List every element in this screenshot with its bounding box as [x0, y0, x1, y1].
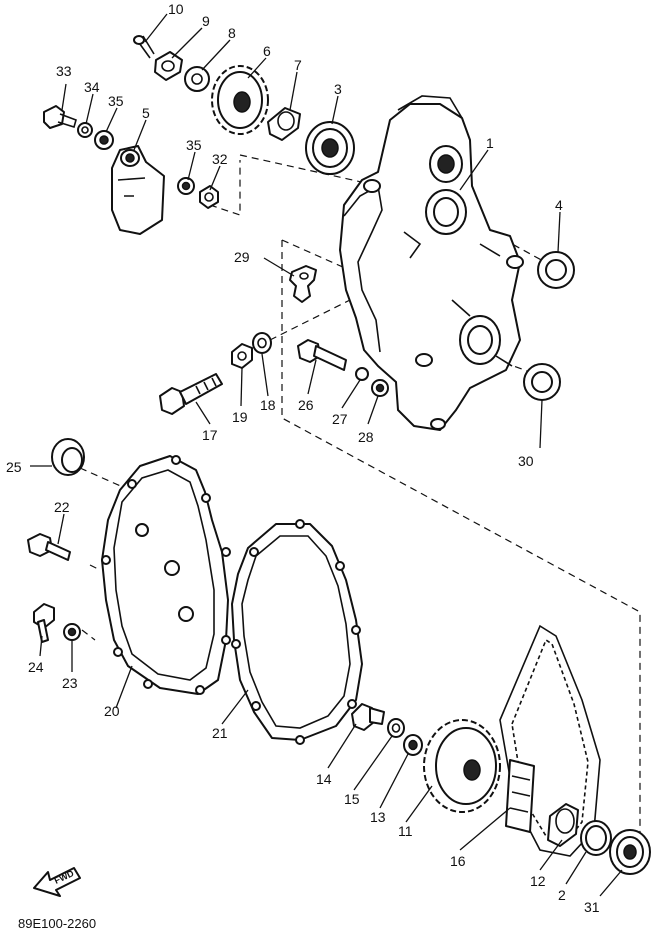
breather-part-29 [289, 265, 317, 303]
callout-15: 15 [344, 791, 360, 807]
washer-part-27 [355, 367, 369, 381]
oil-seal-part-4 [537, 251, 575, 289]
callout-12: 12 [530, 873, 546, 889]
collar-part-12 [547, 803, 579, 847]
callout-19: 19 [232, 409, 248, 425]
callout-11: 11 [398, 823, 413, 839]
plug-part-14 [351, 703, 385, 731]
washer-part-23 [63, 623, 81, 641]
callout-13: 13 [370, 809, 386, 825]
callout-10: 10 [168, 1, 184, 17]
callout-6: 6 [263, 43, 271, 59]
callout-8: 8 [228, 25, 236, 41]
washer-part-13 [403, 734, 423, 756]
callout-24: 24 [28, 659, 44, 675]
nut-part-19 [231, 343, 253, 369]
bolt-part-26 [297, 339, 347, 371]
cotter-pin-part-10 [133, 35, 155, 59]
callout-27: 27 [332, 411, 348, 427]
collar-part-7 [267, 107, 301, 141]
callout-23: 23 [62, 675, 78, 691]
nut-part-9 [154, 51, 183, 81]
callout-22: 22 [54, 499, 70, 515]
bracket-part-5 [111, 145, 165, 235]
callout-18: 18 [260, 397, 276, 413]
callout-17: 17 [202, 427, 218, 443]
washer-part-15 [387, 718, 405, 738]
washer-part-8 [184, 66, 210, 92]
cover-part-20 [101, 455, 231, 695]
callout-3: 3 [334, 81, 342, 97]
circlip-part-2 [580, 820, 612, 856]
callout-35-left: 35 [108, 93, 124, 109]
main-case-part-1 [339, 95, 524, 431]
callout-28: 28 [358, 429, 374, 445]
washer-part-34 [77, 122, 93, 138]
callout-2: 2 [558, 887, 566, 903]
callout-1: 1 [486, 135, 494, 151]
bearing-part-3 [305, 121, 355, 175]
washer-part-18 [252, 332, 272, 354]
forward-direction-arrow-icon: FWD [33, 867, 81, 897]
callout-5: 5 [142, 105, 150, 121]
oil-seal-part-30 [523, 363, 561, 401]
callout-7: 7 [294, 57, 302, 73]
washer-part-35-left [94, 130, 114, 150]
sprocket-part-6 [211, 65, 269, 135]
callout-labels: 10 9 8 6 7 3 33 34 35 5 35 32 1 4 29 30 … [6, 1, 600, 915]
drawing-code: 89E100-2260 [18, 916, 96, 931]
callout-25: 25 [6, 459, 22, 475]
callout-35-right: 35 [186, 137, 202, 153]
sprocket-part-11 [423, 719, 501, 813]
callout-34: 34 [84, 79, 100, 95]
callout-26: 26 [298, 397, 314, 413]
leader-lines [30, 13, 623, 897]
bearing-part-31 [609, 829, 651, 875]
gasket-part-21 [231, 519, 363, 745]
callout-16: 16 [450, 853, 466, 869]
callout-14: 14 [316, 771, 332, 787]
bolt-part-17 [159, 373, 223, 415]
washer-part-35-right [177, 177, 195, 195]
chain-part-16 [499, 624, 601, 857]
callout-31: 31 [584, 899, 600, 915]
bolt-part-33 [43, 105, 77, 129]
callout-20: 20 [104, 703, 120, 719]
callout-4: 4 [555, 197, 563, 213]
callout-32: 32 [212, 151, 228, 167]
nut-part-32 [199, 185, 219, 209]
bolt-part-22 [27, 533, 71, 561]
callout-21: 21 [212, 725, 228, 741]
washer-part-28 [371, 379, 389, 397]
oil-seal-part-25 [51, 438, 85, 476]
callout-9: 9 [202, 13, 210, 29]
callout-33: 33 [56, 63, 72, 79]
bolt-part-24 [33, 603, 55, 643]
callout-30: 30 [518, 453, 534, 469]
callout-29: 29 [234, 249, 250, 265]
